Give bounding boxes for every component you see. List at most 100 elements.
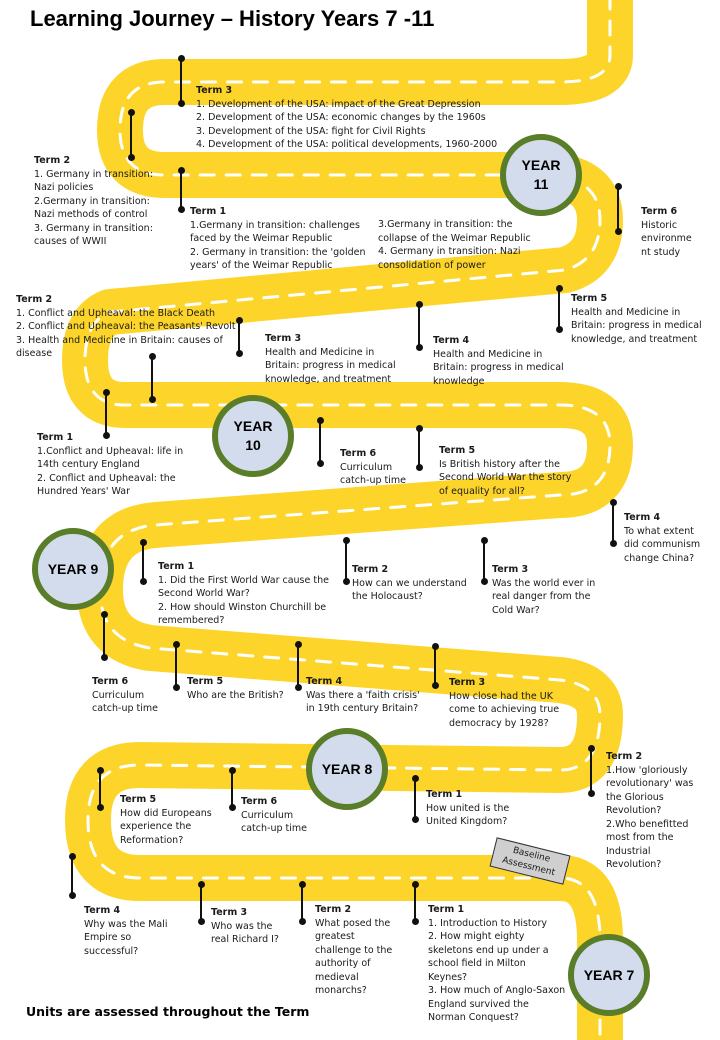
unit-text-line: Health and Medicine in xyxy=(433,348,543,360)
term-heading: Term 2 xyxy=(315,904,352,915)
marker-pin xyxy=(415,301,423,351)
unit-text-line: Was there a 'faith crisis' xyxy=(306,689,420,701)
unit-text-line: real Richard I? xyxy=(211,934,279,945)
term-heading: Term 4 xyxy=(624,512,661,523)
marker-pin xyxy=(228,767,236,811)
unit-text-line: Is British history after the xyxy=(439,458,560,470)
year9-term1-block: Term 1 1. Did the First World War cause t… xyxy=(158,560,329,628)
term-heading: Term 1 xyxy=(158,561,195,572)
term-heading: Term 5 xyxy=(571,293,608,304)
unit-text-line: 2. Development of the USA: economic chan… xyxy=(196,112,486,123)
unit-text-line: 3. Germany in transition: xyxy=(34,222,153,234)
marker-pin xyxy=(415,425,423,471)
marker-pin xyxy=(298,881,306,925)
year11-term3-block: Term 3 1. Development of the USA: impact … xyxy=(196,84,497,152)
unit-text-line: What posed the xyxy=(315,917,391,929)
unit-text-line: Reformation? xyxy=(120,834,184,846)
marker-pin xyxy=(316,417,324,467)
unit-text-line: 1. Development of the USA: impact of the… xyxy=(196,98,481,110)
unit-text-line: Empire so xyxy=(84,932,132,943)
unit-text-line: How did Europeans xyxy=(120,807,212,819)
term-heading: Term 1 xyxy=(190,206,227,217)
unit-text-line: school field in Milton xyxy=(428,958,526,969)
unit-text-line: Revolution? xyxy=(606,859,662,870)
unit-text-line: Historic xyxy=(641,219,678,231)
unit-text-line: 2. Conflict and Upheaval: the Peasants' … xyxy=(16,321,236,332)
unit-text-line: knowledge, and treatment xyxy=(571,333,698,345)
year-7-circle: YEAR 7 xyxy=(568,934,650,1016)
unit-text-line: skeletons end up under a xyxy=(428,944,549,956)
term-heading: Term 4 xyxy=(433,335,470,346)
year-8-circle: YEAR 8 xyxy=(306,728,388,810)
unit-text-line: collapse of the Weimar Republic xyxy=(378,232,531,244)
unit-text-line: the Holocaust? xyxy=(352,591,423,602)
unit-text-line: catch-up time xyxy=(340,475,406,486)
marker-pin xyxy=(294,641,302,691)
unit-text-line: consolidation of power xyxy=(378,259,486,271)
unit-text-line: 2. How should Winston Churchill be xyxy=(158,601,327,613)
unit-text-line: faced by the Weimar Republic xyxy=(190,233,333,244)
unit-text-line: Revolution? xyxy=(606,805,662,816)
marker-pin xyxy=(411,881,419,925)
unit-text-line: Industrial xyxy=(606,845,651,857)
marker-pin xyxy=(431,643,439,689)
unit-text-line: catch-up time xyxy=(92,703,158,714)
unit-text-line: knowledge, and treatment xyxy=(265,373,392,385)
unit-text-line: 1.Conflict and Upheaval: life in xyxy=(37,445,184,457)
unit-text-line: Britain: progress in medical xyxy=(571,320,702,331)
unit-text-line: revolutionary' was xyxy=(606,778,694,789)
marker-pin xyxy=(172,641,180,691)
marker-pin xyxy=(148,353,156,403)
marker-pin xyxy=(587,745,595,797)
unit-text-line: Health and Medicine in xyxy=(265,346,375,358)
term-heading: Term 6 xyxy=(641,206,678,217)
unit-text-line: causes of WWII xyxy=(34,236,107,247)
unit-text-line: Who was the xyxy=(211,920,273,932)
unit-text-line: Was the world ever in xyxy=(492,577,596,589)
unit-text-line: medieval xyxy=(315,971,359,983)
marker-pin xyxy=(609,499,617,547)
unit-text-line: Second World War the story xyxy=(439,472,572,483)
unit-text-line: 1.Germany in transition: challenges xyxy=(190,219,360,231)
unit-text-line: Britain: progress in medical xyxy=(433,362,564,373)
year10-term4-block: Term 4 Health and Medicine in Britain: pro… xyxy=(433,334,564,388)
term-heading: Term 5 xyxy=(187,676,224,687)
unit-text-line: the Glorious xyxy=(606,791,664,803)
marker-pin xyxy=(102,389,110,439)
marker-pin xyxy=(342,537,350,585)
unit-text-line: United Kingdom? xyxy=(426,816,508,827)
unit-text-line: knowledge xyxy=(433,375,485,387)
year-10-number: 10 xyxy=(245,437,261,453)
unit-text-line: 4. Development of the USA: political dev… xyxy=(196,139,498,150)
term-heading: Term 3 xyxy=(196,85,233,96)
term-heading: Term 3 xyxy=(492,564,529,575)
marker-pin xyxy=(127,109,135,161)
marker-pin xyxy=(480,537,488,585)
unit-text-line: 1. Did the First World War cause the xyxy=(158,574,329,586)
unit-text-line: How united is the xyxy=(426,802,510,814)
unit-text-line: How close had the UK xyxy=(449,690,553,702)
unit-text-line: 1. Introduction to History xyxy=(428,917,547,929)
marker-pin xyxy=(614,183,622,235)
term-heading: Term 2 xyxy=(606,751,643,762)
year-8-label: YEAR 8 xyxy=(321,760,373,777)
unit-text-line: Cold War? xyxy=(492,604,540,616)
marker-pin xyxy=(235,317,243,357)
unit-text-line: 2. How might eighty xyxy=(428,931,525,942)
